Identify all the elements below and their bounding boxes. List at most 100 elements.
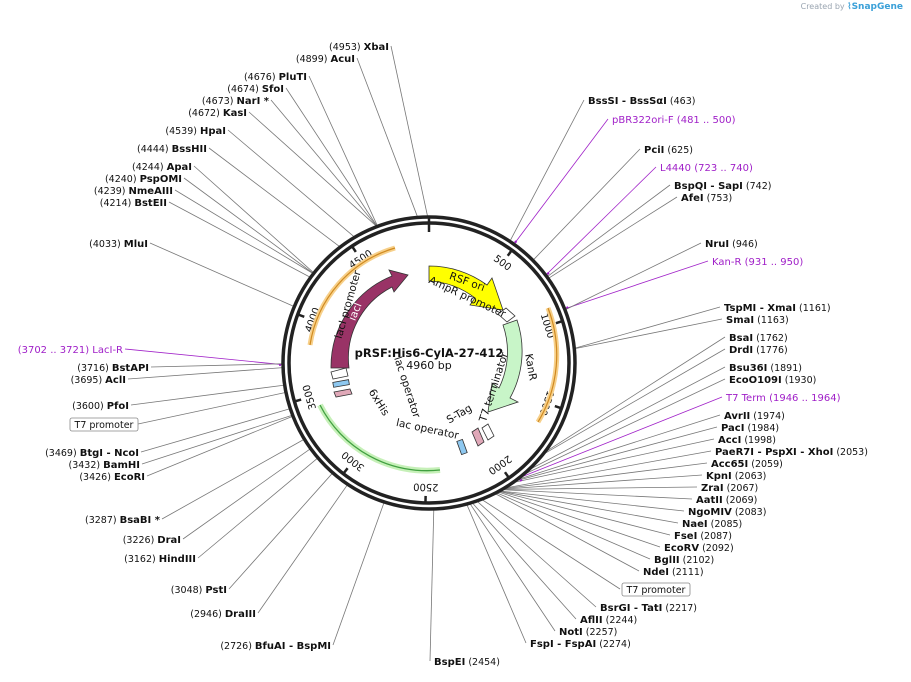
site-label-13: (3702 .. 3721) LacI-R (18, 345, 123, 356)
leader-11 (168, 201, 311, 278)
leader-9 (183, 177, 314, 274)
leader-53 (574, 306, 721, 349)
tick-label-2000: 2000 (486, 453, 513, 477)
site-label-14: (3716) BstAPI (77, 363, 149, 374)
site-label-58: L4440 (723 .. 740) (660, 163, 753, 174)
site-label-42: Acc65I (2059) (711, 459, 783, 470)
primer-mark-47 (519, 478, 523, 482)
leader-39 (501, 489, 693, 500)
leader-25 (257, 484, 349, 614)
site-label-5: (4672) KasI (188, 108, 247, 119)
leader-3 (285, 87, 378, 227)
leader-38 (499, 490, 685, 512)
site-label-53: TspMI - XmaI (1161) (724, 303, 831, 314)
leader-35 (497, 491, 661, 548)
tick-4000 (297, 313, 305, 318)
leader-19 (141, 414, 293, 465)
leader-58 (545, 166, 657, 276)
site-label-39: AatII (2069) (696, 495, 757, 506)
site-label-31: BsrGI - TatI (2217) (600, 603, 697, 614)
leader-24 (228, 472, 334, 590)
promoter-label-17: T7 promoter (74, 420, 134, 431)
promoter-box-17 (69, 417, 139, 432)
site-label-12: (4033) MluI (89, 239, 148, 250)
site-label-3: (4674) SfoI (227, 84, 284, 95)
leader-14 (150, 363, 284, 368)
site-label-36: FseI (2087) (674, 531, 732, 542)
site-label-48: EcoO109I (1930) (729, 375, 816, 386)
site-label-28: FspI - FspAI (2274) (530, 639, 631, 650)
site-label-45: PacI (1984) (721, 423, 779, 434)
orf-arc-laci-core (309, 247, 396, 346)
tick-label-500: 500 (491, 253, 513, 273)
site-label-34: BglII (2102) (654, 555, 714, 566)
site-label-35: EcoRV (2092) (664, 543, 734, 554)
leader-31 (476, 500, 597, 608)
site-label-54: Kan-R (931 .. 950) (712, 257, 803, 268)
leader-48 (522, 378, 726, 476)
site-label-26: (2726) BfuAI - BspMI (220, 641, 331, 652)
leader-44 (512, 438, 715, 484)
leader-34 (496, 492, 651, 560)
label-6xhis: 6xHis (366, 387, 392, 418)
leader-4 (270, 99, 378, 227)
site-label-41: KpnI (2063) (706, 471, 766, 482)
site-label-59: PciI (625) (644, 145, 693, 156)
site-label-16: (3600) PfoI (72, 401, 129, 412)
orf-arc-kanr-core (537, 307, 558, 423)
site-label-0: (4953) XbaI (329, 42, 389, 53)
leader-2 (308, 75, 378, 227)
site-label-40: ZraI (2067) (701, 483, 758, 494)
feature-lac-operator-left (332, 379, 350, 388)
leader-13 (124, 348, 284, 366)
site-label-18: (3469) BtgI - NcoI (45, 448, 139, 459)
leader-23 (197, 457, 319, 559)
leader-49 (527, 366, 726, 471)
leader-56 (547, 196, 678, 279)
site-label-22: (3226) DraI (123, 535, 181, 546)
feature-s-tag (471, 427, 485, 447)
promoter-box-32 (621, 582, 691, 597)
leader-lines (124, 45, 726, 662)
site-label-10: (4239) NmeAIII (94, 186, 173, 197)
site-label-52: SmaI (1163) (726, 315, 789, 326)
leader-10 (174, 189, 314, 275)
label-s-tag: S-Tag (445, 402, 475, 426)
leader-21 (161, 438, 305, 520)
leader-18 (140, 408, 291, 453)
leader-61 (509, 99, 585, 242)
site-label-38: NgoMIV (2083) (688, 507, 766, 518)
leader-30 (471, 502, 577, 620)
leader-8 (193, 165, 315, 274)
feature-t7-terminator (481, 423, 495, 441)
leader-36 (498, 490, 671, 536)
leader-60 (513, 118, 609, 245)
tick-label-2500: 2500 (413, 481, 439, 493)
site-label-25: (2946) DraIII (190, 609, 256, 620)
feature-lac-operator-right (456, 438, 468, 456)
site-label-7: (4444) BssHII (137, 144, 207, 155)
site-label-49: Bsu36I (1891) (729, 363, 802, 374)
tick-500 (506, 249, 513, 257)
site-label-29: NotI (2257) (559, 627, 617, 638)
leader-22 (182, 448, 311, 540)
leader-28 (466, 503, 527, 644)
site-label-56: AfeI (753) (681, 193, 732, 204)
site-label-1: (4899) AcuI (296, 54, 355, 65)
feature-kanr (487, 319, 523, 413)
leader-5 (248, 111, 378, 227)
tick-1000 (555, 319, 563, 325)
site-label-6: (4539) HpaI (165, 126, 226, 137)
leader-42 (503, 462, 708, 490)
site-label-23: (3162) HindIII (124, 554, 196, 565)
site-label-21: (3287) BsaBI * (85, 515, 161, 526)
tick-label-3500: 3500 (301, 383, 319, 410)
site-label-60: pBR322ori-F (481 .. 500) (612, 115, 736, 126)
leader-37 (498, 490, 679, 524)
leader-32 (481, 498, 621, 590)
site-label-55: NruI (946) (705, 239, 758, 250)
feature-his-tag (333, 388, 353, 398)
primer-mark-60 (514, 240, 518, 244)
leader-54 (564, 260, 709, 310)
leader-20 (146, 415, 294, 477)
